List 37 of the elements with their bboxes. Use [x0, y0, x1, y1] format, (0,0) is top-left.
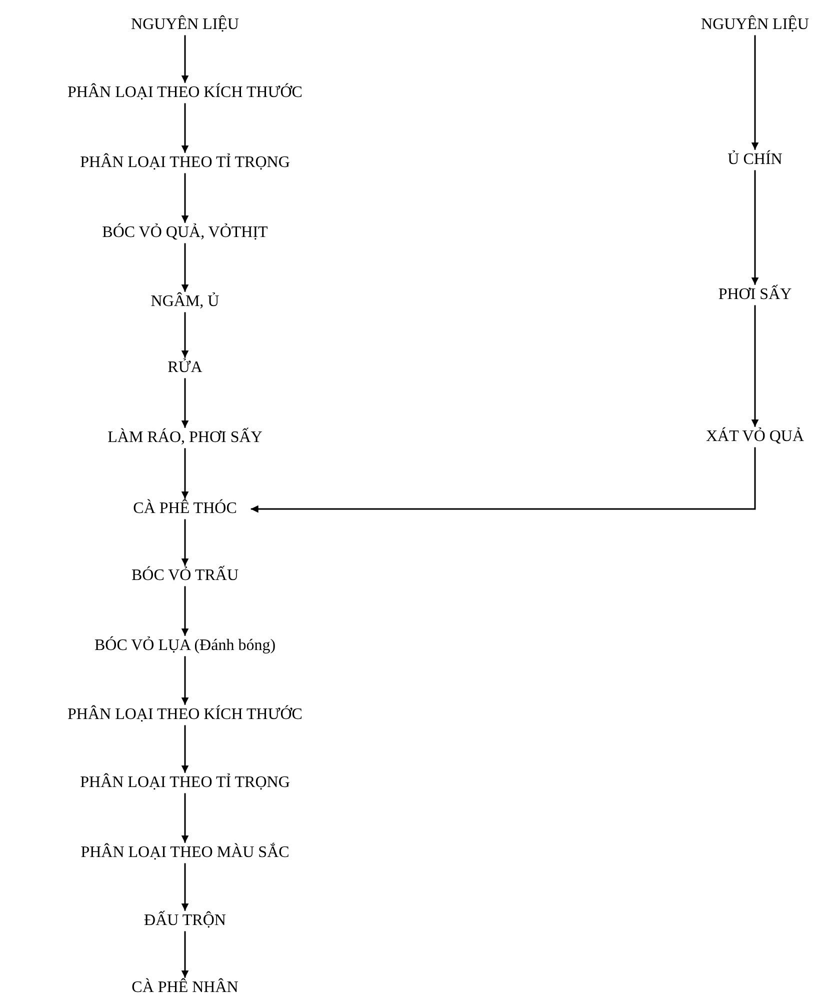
process-step: NGÂM, Ủ [148, 292, 222, 312]
arrow [181, 519, 189, 566]
process-step: BÓC VỎ LỤA (Đánh bóng) [92, 636, 278, 656]
process-step: NGUYÊN LIỆU [699, 14, 811, 36]
arrow [181, 103, 189, 153]
process-step: RỬA [166, 358, 204, 378]
process-step: PHÂN LOẠI THEO KÍCH THƯỚC [66, 704, 304, 726]
arrow [181, 448, 189, 499]
arrow [181, 243, 189, 292]
process-step: LÀM RÁO, PHƠI SẤY [106, 428, 264, 448]
process-step: PHÂN LOẠI THEO TỈ TRỌNG [78, 772, 292, 794]
arrow [181, 173, 189, 223]
process-step: Ủ CHÍN [726, 150, 784, 170]
process-step: PHÂN LOẠI THEO TỈ TRỌNG [78, 152, 292, 174]
process-step: ĐẤU TRỘN [142, 910, 228, 932]
arrow [181, 793, 189, 843]
arrow [181, 725, 189, 773]
process-step: BÓC VỎ TRẤU [130, 566, 240, 586]
arrow [751, 305, 759, 427]
process-step: CÀ PHÊ NHÂN [130, 978, 240, 998]
arrow [181, 378, 189, 428]
process-step: XÁT VỎ QUẢ [704, 426, 806, 448]
arrow [181, 312, 189, 358]
arrow [181, 863, 189, 911]
arrow [250, 447, 756, 513]
process-step: PHÂN LOẠI THEO MÀU SẮC [78, 842, 292, 864]
process-step: PHƠI SẤY [716, 284, 794, 306]
arrow [181, 35, 189, 83]
arrow [751, 170, 759, 285]
process-step: BÓC VỎ QUẢ, VỎTHỊT [100, 222, 270, 244]
arrow [181, 931, 189, 978]
process-step: CÀ PHÊ THÓC [131, 498, 239, 520]
arrow [751, 35, 759, 150]
process-step: NGUYÊN LIỆU [129, 14, 241, 36]
arrow [181, 586, 189, 636]
arrow [181, 656, 189, 705]
process-step: PHÂN LOẠI THEO KÍCH THƯỚC [66, 82, 304, 104]
